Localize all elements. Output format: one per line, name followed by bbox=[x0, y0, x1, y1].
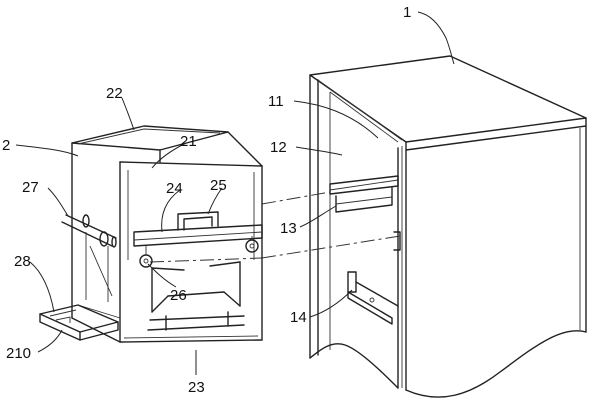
ref-numeral-210: 210 bbox=[6, 345, 31, 362]
ref-numeral-22: 22 bbox=[106, 85, 123, 102]
ref-numeral-26: 26 bbox=[170, 287, 187, 304]
ref-numeral-14: 14 bbox=[290, 309, 307, 326]
cabinet bbox=[309, 55, 587, 398]
ref-numeral-28: 28 bbox=[14, 253, 31, 270]
bin bbox=[39, 125, 263, 343]
ref-numeral-27: 27 bbox=[22, 179, 39, 196]
ref-numeral-1: 1 bbox=[403, 4, 411, 21]
ref-numeral-2: 2 bbox=[2, 137, 10, 154]
ref-numeral-21: 21 bbox=[180, 133, 197, 150]
ref-numeral-23: 23 bbox=[188, 379, 205, 396]
reference-numerals: 1 11 12 13 14 2 21 22 23 24 25 26 27 28 … bbox=[2, 4, 411, 396]
leader-lines bbox=[15, 11, 455, 375]
ref-numeral-11: 11 bbox=[268, 93, 284, 110]
alignment-lines bbox=[149, 191, 401, 263]
ref-numeral-24: 24 bbox=[166, 180, 183, 197]
ref-numeral-13: 13 bbox=[280, 220, 297, 237]
ref-numeral-12: 12 bbox=[270, 139, 287, 156]
ref-numeral-25: 25 bbox=[210, 177, 227, 194]
